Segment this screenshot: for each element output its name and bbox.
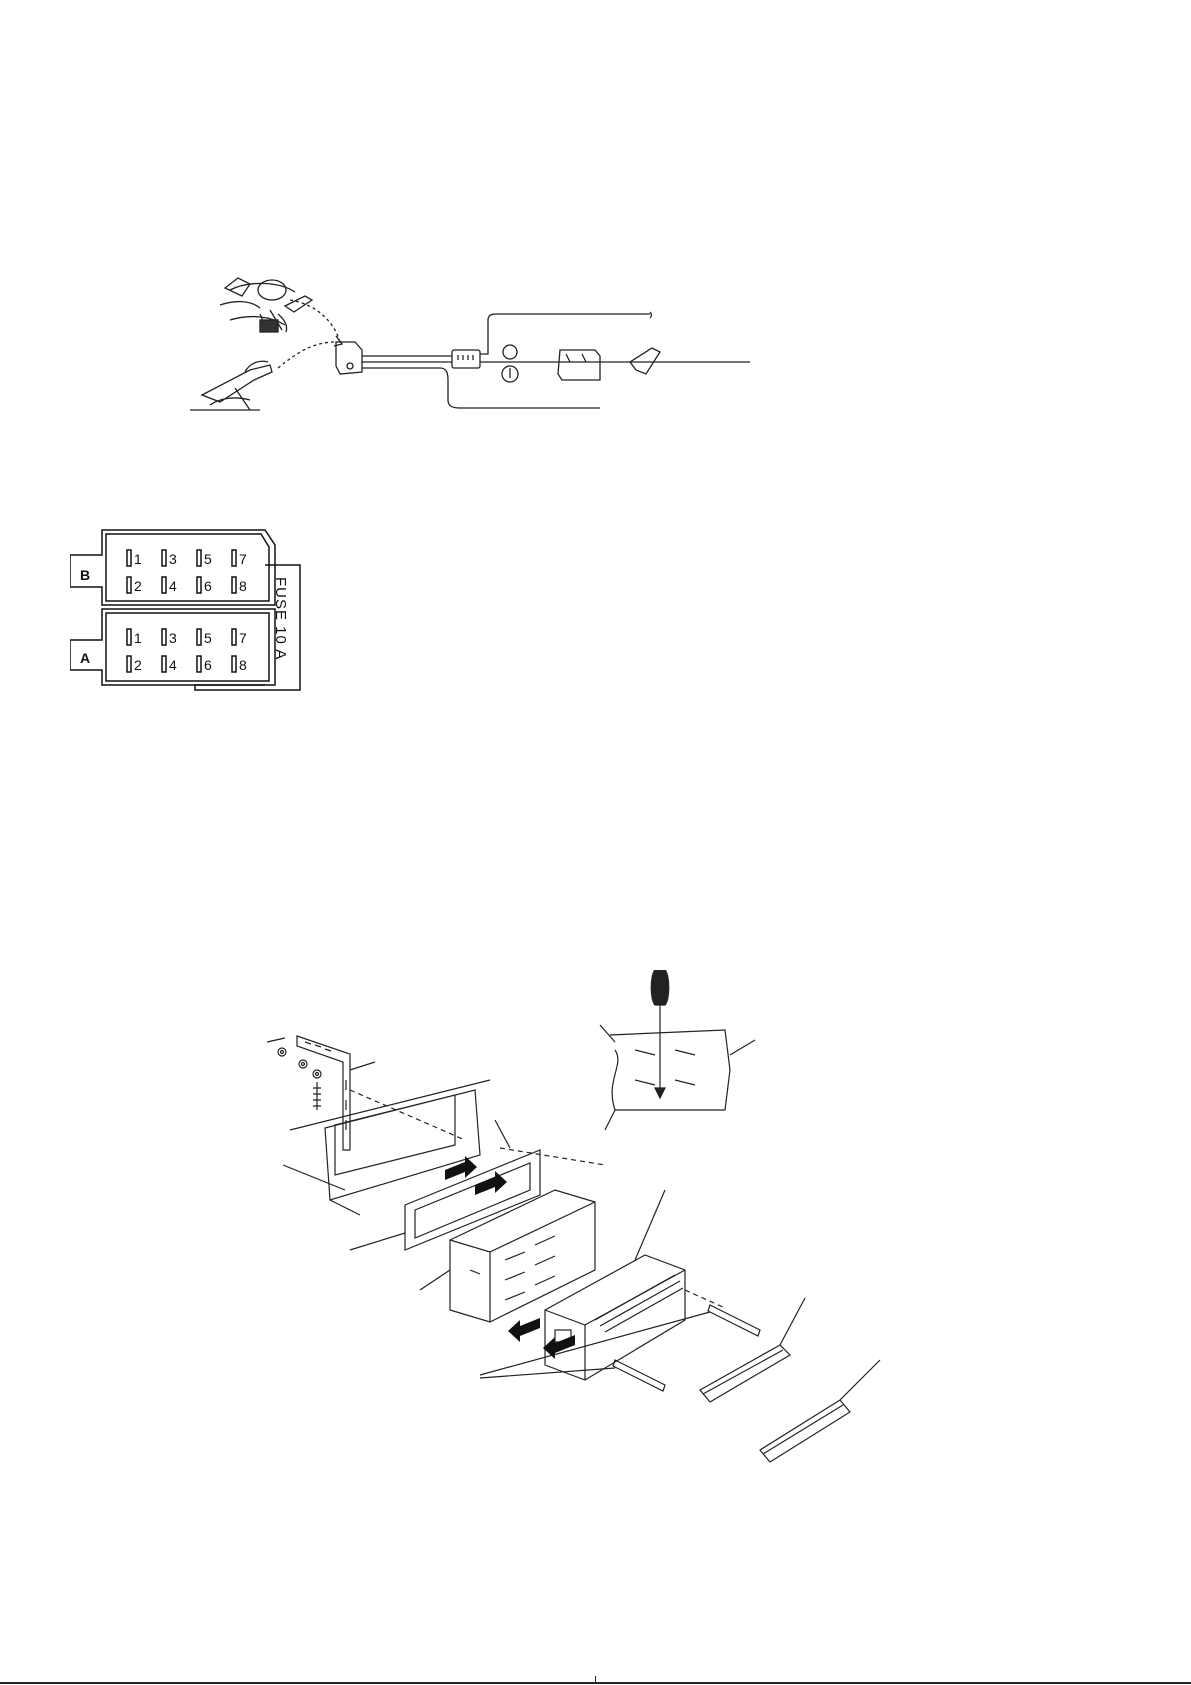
upper-wire [480, 312, 652, 354]
key-ring [258, 280, 286, 300]
ignition-switch [260, 320, 278, 332]
pin-a-6: 6 [204, 657, 212, 673]
footer-tick [595, 1676, 596, 1682]
pin-b-1: 1 [134, 551, 142, 567]
pin-a-1: 1 [134, 630, 142, 646]
block-b-label: B [80, 567, 90, 583]
battery [558, 350, 600, 380]
pin-b-6: 6 [204, 578, 212, 594]
pin-a-3: 3 [169, 630, 177, 646]
pin-b-3: 3 [169, 551, 177, 567]
wiring-diagram [190, 270, 750, 450]
installation-diagram [255, 970, 945, 1470]
pin-a-8: 8 [239, 657, 247, 673]
pin-a-2: 2 [134, 657, 142, 673]
iso-connector-diagram: B A 1 3 5 7 2 4 6 8 1 3 5 7 2 4 6 8 FUSE… [70, 525, 310, 695]
front-panel-upper [700, 1345, 790, 1402]
dashed-arrow-upper [290, 300, 340, 342]
pin-b-4: 4 [169, 578, 177, 594]
front-panel-lower [760, 1400, 850, 1462]
rear-strap [297, 1036, 350, 1150]
pin-a-5: 5 [204, 630, 212, 646]
pin-b-2: 2 [134, 578, 142, 594]
block-a-label: A [80, 650, 90, 666]
screwdriver-handle [651, 970, 669, 1005]
removal-key-upper [708, 1305, 760, 1336]
bent-tab-sleeve [610, 1030, 730, 1110]
connector-plug [452, 350, 480, 368]
fuse-label: FUSE 10 A [272, 577, 289, 660]
hand-brake-lever [190, 365, 272, 410]
harness-wires [362, 356, 600, 408]
dashed-arrow-lower [278, 342, 336, 368]
footer-rule [0, 1682, 1191, 1684]
fuse-holder-top [503, 345, 517, 359]
pin-b-7: 7 [239, 551, 247, 567]
mounting-hardware [267, 1038, 321, 1110]
removal-key-lower [613, 1360, 665, 1391]
pin-a-4: 4 [169, 657, 177, 673]
connector-block-a [70, 609, 275, 685]
pin-a-7: 7 [239, 630, 247, 646]
pin-b-5: 5 [204, 551, 212, 567]
screwdriver-inset [600, 970, 755, 1130]
pin-b-8: 8 [239, 578, 247, 594]
ground-terminal [630, 348, 660, 374]
mounting-sleeve [450, 1190, 595, 1322]
